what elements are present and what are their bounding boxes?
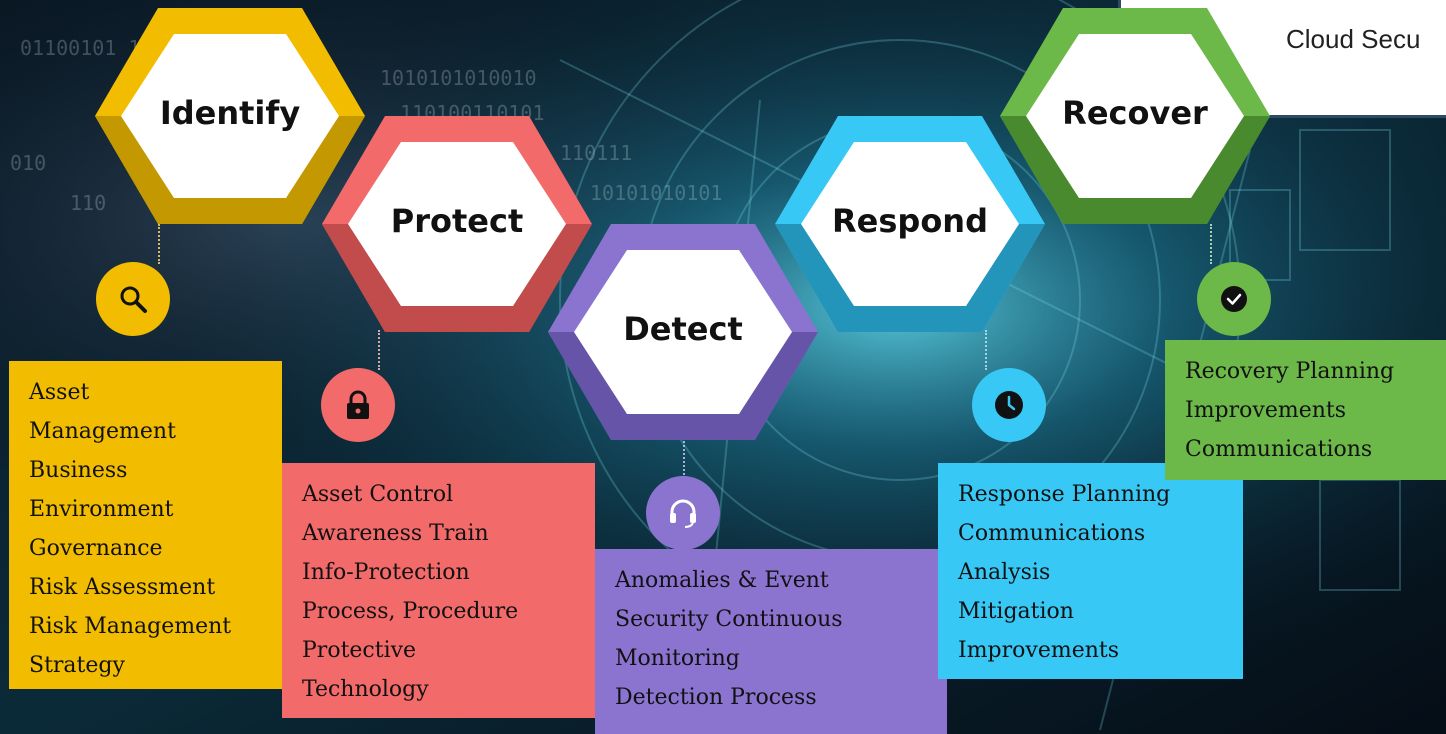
hexagon-identify: Identify (95, 8, 365, 224)
stage-title-identify: Identify (159, 94, 301, 132)
list-item: Mitigation (958, 599, 1074, 624)
magnifier-icon (120, 286, 147, 313)
stage-title-recover: Recover (1062, 94, 1208, 132)
items-box-detect: Anomalies & Event Security Continuous Mo… (595, 549, 947, 734)
list-item: Detection Process (615, 685, 817, 710)
list-item: Improvements (1185, 398, 1347, 423)
detect-icon-badge (646, 476, 720, 550)
svg-text:10101010101: 10101010101 (590, 181, 722, 205)
svg-text:1010101010010: 1010101010010 (380, 66, 537, 90)
hexagon-respond-shape (775, 116, 1045, 332)
list-item: Management (29, 419, 176, 444)
list-item: Anomalies & Event (615, 568, 829, 593)
items-box-protect: Asset Control Awareness Train Info-Prote… (282, 463, 595, 718)
connector-detect (683, 438, 685, 478)
clock-icon (995, 391, 1023, 419)
list-item: Process, Procedure (302, 599, 519, 624)
stage-title-protect: Protect (390, 202, 524, 240)
hexagon-detect-shape (548, 224, 818, 440)
list-item: Environment (29, 497, 174, 522)
respond-icon-badge (972, 368, 1046, 442)
list-item: Governance (29, 536, 163, 561)
connector-identify (158, 224, 160, 264)
list-item: Asset (29, 380, 90, 405)
list-item: Business (29, 458, 128, 483)
list-item: Recovery Planning (1185, 359, 1395, 384)
items-box-identify: Asset Management Business Environment Go… (9, 361, 282, 689)
list-item: Technology (302, 677, 429, 702)
connector-respond (985, 330, 987, 370)
protect-icon-badge (321, 368, 395, 442)
hexagon-protect-shape (322, 116, 592, 332)
svg-text:110: 110 (70, 191, 106, 215)
connector-recover (1210, 224, 1212, 264)
list-item: Protective (302, 638, 417, 663)
list-item: Communications (1185, 437, 1373, 462)
checkmark-icon (1221, 286, 1247, 312)
items-box-respond: Response Planning Communications Analysi… (938, 463, 1243, 679)
list-item: Strategy (29, 653, 125, 678)
list-item: Monitoring (615, 646, 740, 671)
list-item: Info-Protection (302, 560, 470, 585)
hexagon-identify-shape (95, 8, 365, 224)
svg-text:110111: 110111 (560, 141, 632, 165)
hexagon-respond: Respond (775, 116, 1045, 332)
hexagon-protect: Protect (322, 116, 592, 332)
identify-icon-badge (96, 262, 170, 336)
connector-protect (378, 330, 380, 370)
recover-icon-badge (1197, 262, 1271, 336)
list-item: Response Planning (958, 482, 1171, 507)
stage-title-respond: Respond (832, 202, 988, 240)
hexagon-detect: Detect (548, 224, 818, 440)
list-item: Analysis (958, 560, 1051, 585)
list-item: Improvements (958, 638, 1120, 663)
list-item: Awareness Train (302, 521, 489, 546)
hexagon-recover: Recover (1000, 8, 1270, 224)
list-item: Risk Management (29, 614, 232, 639)
list-item: Asset Control (302, 482, 454, 507)
items-box-recover: Recovery Planning Improvements Communica… (1165, 340, 1446, 480)
list-item: Communications (958, 521, 1146, 546)
list-item: Risk Assessment (29, 575, 216, 600)
hexagon-recover-shape (1000, 8, 1270, 224)
header-title: Cloud Secu (1286, 24, 1421, 54)
list-item: Security Continuous (615, 607, 843, 632)
svg-text:010: 010 (10, 151, 46, 175)
stage-title-detect: Detect (623, 310, 743, 348)
padlock-icon (347, 390, 369, 419)
headset-icon (670, 499, 696, 528)
